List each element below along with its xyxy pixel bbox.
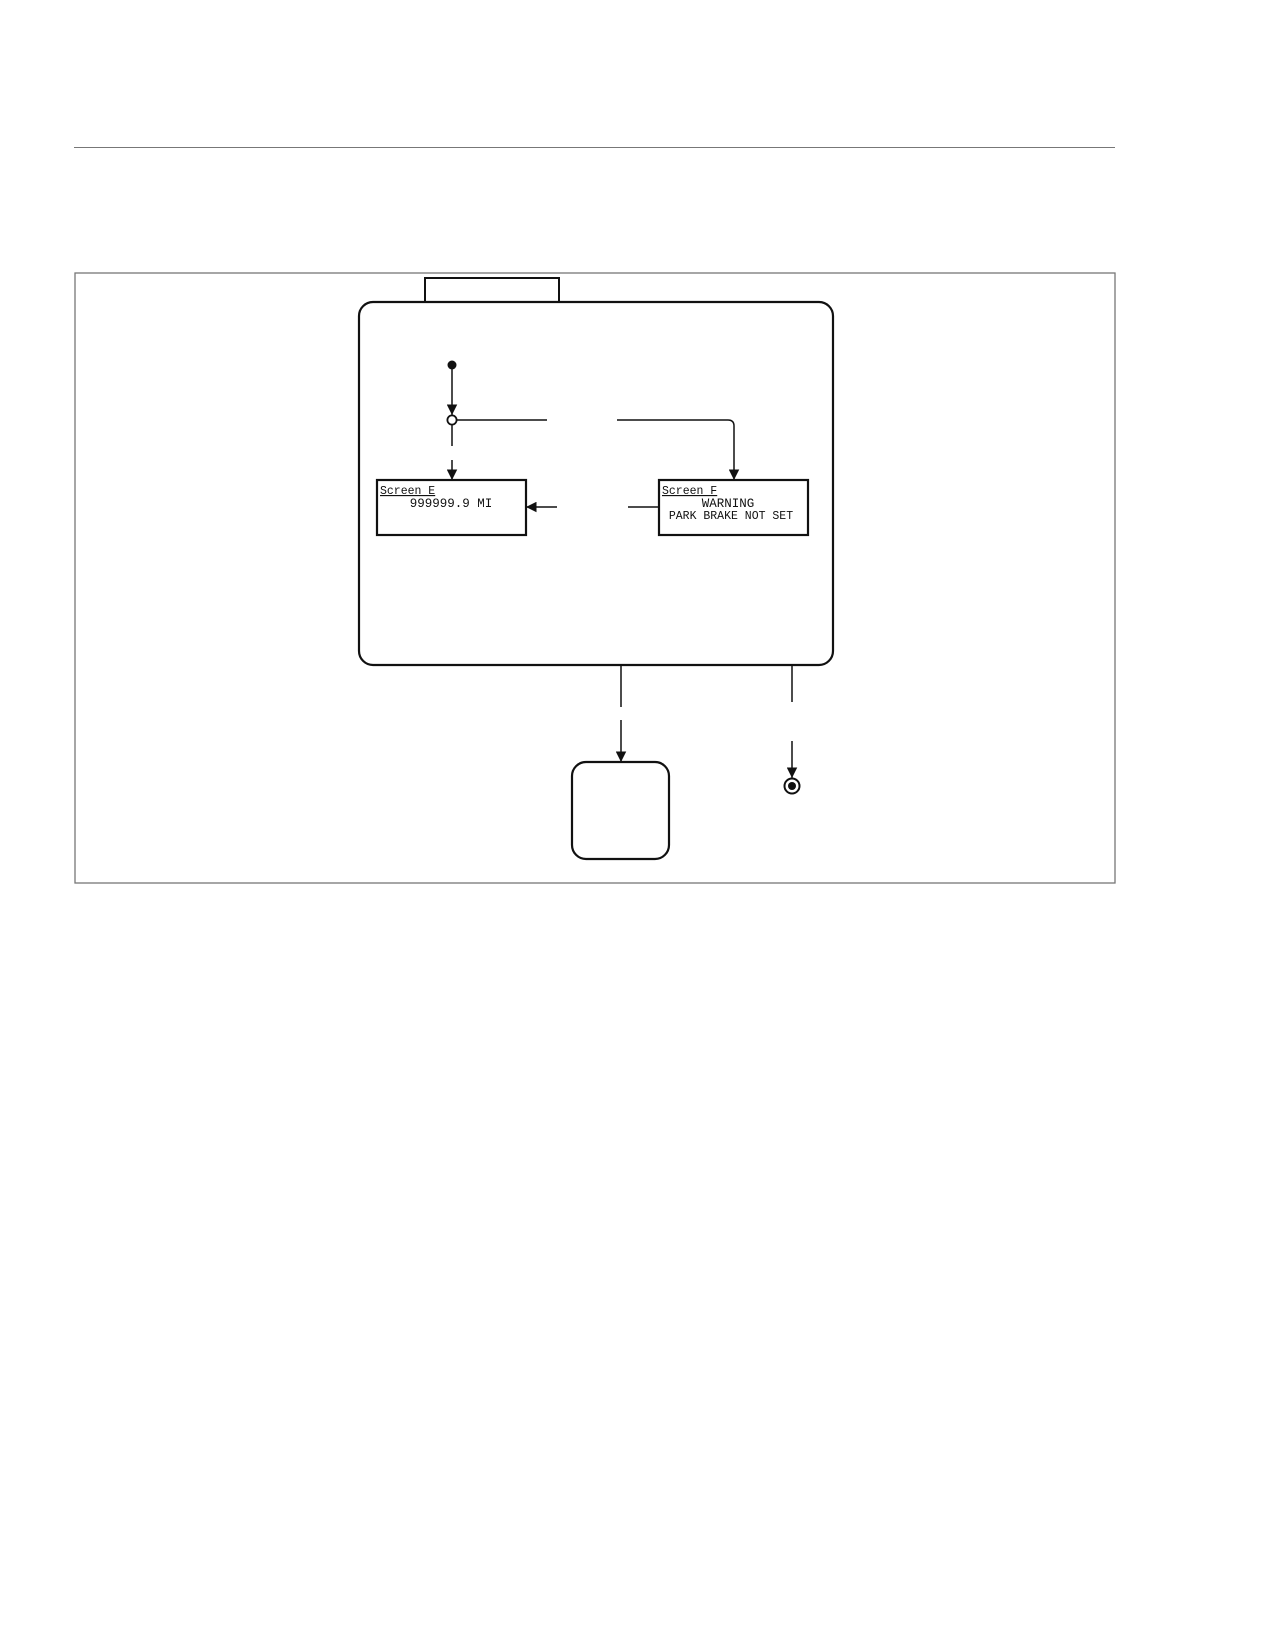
screen-e-label: Screen E bbox=[380, 485, 435, 498]
header-rule bbox=[74, 147, 1115, 148]
junction-node bbox=[446, 414, 458, 426]
junction-to-screen-f-arrow bbox=[617, 419, 740, 480]
screen-f-state bbox=[657, 478, 810, 537]
screen-e-odometer: 999999.9 MI bbox=[410, 497, 493, 511]
composite-state-tab bbox=[424, 277, 560, 303]
figure-frame bbox=[74, 272, 1116, 884]
initial-node bbox=[447, 360, 457, 370]
next-state bbox=[570, 760, 671, 861]
screen-f-warning: WARNING bbox=[702, 497, 755, 511]
composite-state bbox=[357, 300, 835, 667]
screen-e-state bbox=[375, 478, 528, 537]
final-node bbox=[783, 777, 801, 795]
screen-f-label: Screen F bbox=[662, 485, 717, 498]
screen-f-message: PARK BRAKE NOT SET bbox=[669, 510, 793, 523]
